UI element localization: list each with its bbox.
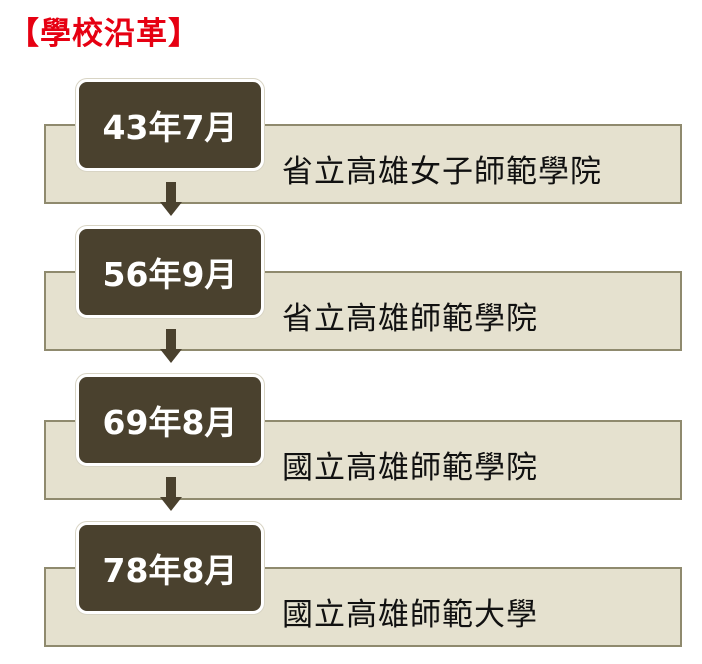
- milestone-date-box: 78年8月: [76, 522, 264, 614]
- page-title: 【學校沿革】: [8, 16, 200, 52]
- milestone-date-box: 43年7月: [76, 79, 264, 171]
- milestone-bar: 省立高雄師範學院: [44, 271, 682, 351]
- down-arrow-icon: [160, 477, 182, 511]
- milestone-name: 國立高雄師範學院: [282, 450, 538, 486]
- milestone-name: 省立高雄女子師範學院: [282, 154, 602, 190]
- milestone-date-box: 56年9月: [76, 226, 264, 318]
- down-arrow-icon: [160, 329, 182, 363]
- milestone-name: 國立高雄師範大學: [282, 597, 538, 633]
- down-arrow-icon: [160, 182, 182, 216]
- milestone-date: 43年7月: [102, 108, 238, 147]
- milestone-date: 56年9月: [102, 255, 238, 294]
- milestone-date: 78年8月: [102, 551, 238, 590]
- milestone-date-box: 69年8月: [76, 374, 264, 466]
- milestone-date: 69年8月: [102, 403, 238, 442]
- milestone-name: 省立高雄師範學院: [282, 301, 538, 337]
